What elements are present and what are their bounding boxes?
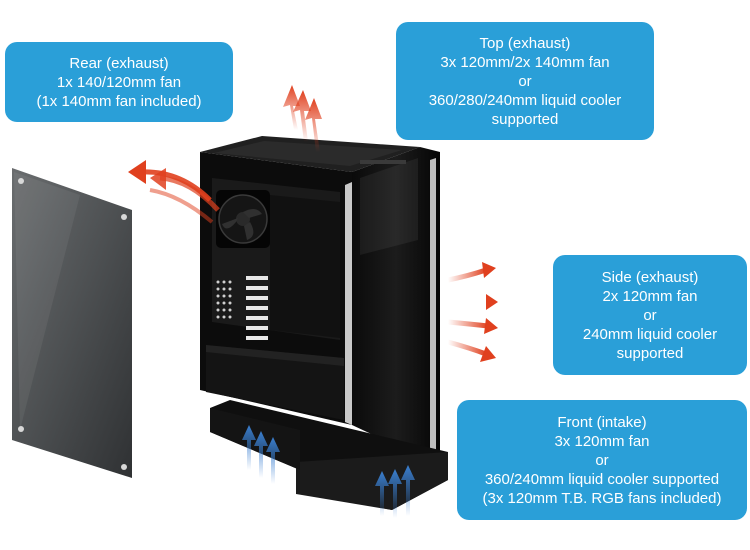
front-callout-line: 360/240mm liquid cooler supported [484, 470, 720, 488]
glass-side-panel [12, 168, 132, 478]
side-exhaust-callout: Side (exhaust) 2x 120mm fan or 240mm liq… [553, 255, 747, 375]
side-callout-line: or [643, 306, 657, 324]
front-callout-line: (3x 120mm T.B. RGB fans included) [482, 489, 722, 507]
top-callout-line: or [518, 72, 532, 90]
rear-callout-line: 1x 140/120mm fan [56, 73, 182, 91]
front-intake-arrows-icon [242, 425, 415, 518]
rear-fan-icon [216, 190, 270, 248]
rear-callout-title: Rear (exhaust) [69, 54, 169, 72]
front-intake-callout: Front (intake) 3x 120mm fan or 360/240mm… [457, 400, 747, 520]
top-callout-line: 3x 120mm/2x 140mm fan [440, 53, 610, 71]
front-callout-line: 3x 120mm fan [554, 432, 650, 450]
top-exhaust-arrows-icon [283, 85, 322, 152]
top-callout-line: 360/280/240mm liquid cooler [428, 91, 622, 109]
side-callout-line: supported [616, 344, 684, 362]
rear-exhaust-arrows-icon [128, 160, 220, 224]
side-callout-title: Side (exhaust) [601, 268, 699, 286]
top-callout-line: supported [491, 110, 559, 128]
expansion-slots [246, 276, 268, 340]
side-exhaust-arrows-icon [447, 262, 498, 362]
rear-vent [216, 280, 232, 319]
rear-exhaust-callout: Rear (exhaust) 1x 140/120mm fan (1x 140m… [5, 42, 233, 122]
rear-callout-line: (1x 140mm fan included) [36, 92, 202, 110]
side-callout-line: 240mm liquid cooler [582, 325, 718, 343]
top-callout-title: Top (exhaust) [479, 34, 571, 52]
top-exhaust-callout: Top (exhaust) 3x 120mm/2x 140mm fan or 3… [396, 22, 654, 140]
front-callout-title: Front (intake) [557, 413, 647, 431]
front-callout-line: or [595, 451, 609, 469]
side-callout-line: 2x 120mm fan [602, 287, 698, 305]
pc-case-body [200, 136, 448, 510]
